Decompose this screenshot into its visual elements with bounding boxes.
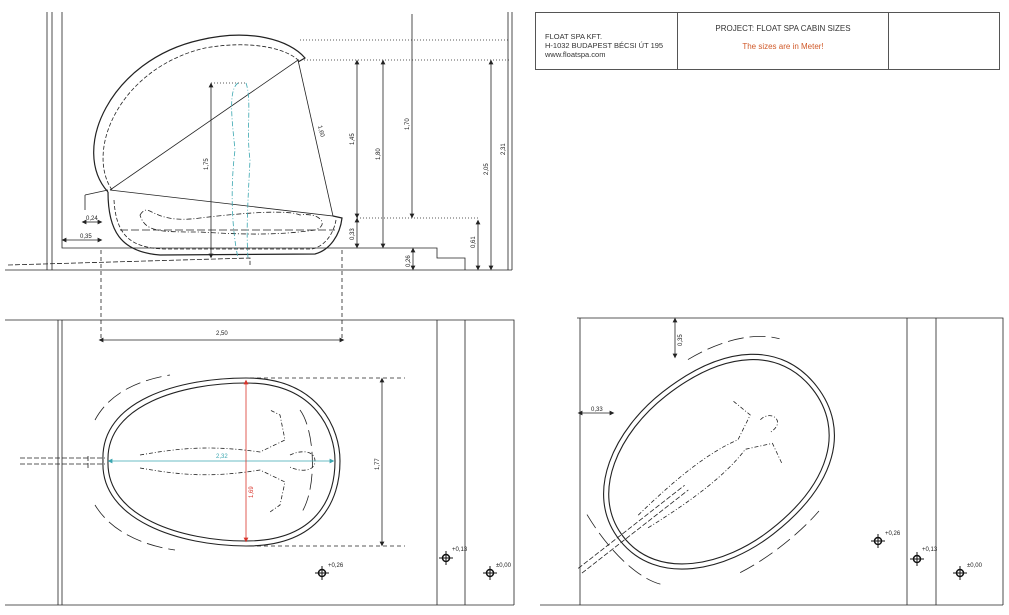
canopy-outer xyxy=(93,34,306,193)
level-label: +0,13 xyxy=(452,547,468,553)
title-block: FLOAT SPA KFT. H-1032 BUDAPEST BÉCSI ÚT … xyxy=(535,12,1000,70)
dim-person-height: 1,75 xyxy=(204,158,210,170)
floor-and-wall xyxy=(5,12,513,271)
standing-figure xyxy=(231,82,251,259)
room-walls xyxy=(46,12,355,270)
tub-outline-inner xyxy=(107,382,336,542)
dim-h1: 1,45 xyxy=(350,133,356,145)
dim-base: 0,61 xyxy=(471,236,477,248)
dim-inner-length: 2,32 xyxy=(216,454,228,460)
dim-tub: 0,33 xyxy=(350,228,356,240)
level-marker-icon xyxy=(870,533,886,549)
units-note: The sizes are in Meter! xyxy=(742,42,824,51)
project-title: PROJECT: FLOAT SPA CABIN SIZES xyxy=(715,24,851,33)
level-marker-icon xyxy=(952,565,968,581)
level-marker-icon xyxy=(438,550,454,566)
dim-w1: 0,24 xyxy=(86,216,98,222)
level-marker-icon xyxy=(909,551,925,567)
dim-outer-width: 1,77 xyxy=(375,458,381,470)
side-view-labels: 1,75 1,60 1,45 1,80 1,70 2,05 2,31 0,33 … xyxy=(80,118,507,267)
dim-length: 2,50 xyxy=(216,331,228,337)
company-info: FLOAT SPA KFT. H-1032 BUDAPEST BÉCSI ÚT … xyxy=(536,13,678,69)
level-label: +0,13 xyxy=(922,547,938,553)
dim-step: 0,26 xyxy=(406,255,412,267)
rotated-view-labels: 0,33 0,35 +0,26 +0,13 ±0,00 xyxy=(591,334,983,569)
project-info: PROJECT: FLOAT SPA CABIN SIZES The sizes… xyxy=(678,13,889,69)
level-marker-icon xyxy=(482,565,498,581)
level-label: +0,26 xyxy=(885,531,901,537)
tub-outline-outer xyxy=(102,377,341,547)
lid-lines xyxy=(109,59,334,217)
rotated-view-frame xyxy=(540,317,1004,606)
top-view-labels: 2,50 2,32 1,69 1,77 +0,26 +0,13 ±0,00 xyxy=(216,331,512,569)
tub-outline-inner xyxy=(608,359,830,565)
dim-top-gap: 0,35 xyxy=(678,334,684,346)
level-marker-icon xyxy=(314,565,330,581)
side-view xyxy=(5,12,513,340)
drain-line-rotated xyxy=(578,484,689,574)
company-name: FLOAT SPA KFT. xyxy=(545,32,603,41)
lying-figure xyxy=(139,209,323,235)
dim-h5: 2,31 xyxy=(501,143,507,155)
dim-lid: 1,60 xyxy=(316,125,325,138)
level-label: ±0,00 xyxy=(496,563,512,569)
tub-outline-outer xyxy=(603,353,835,570)
lying-figure-rotated xyxy=(637,400,783,529)
rotated-view xyxy=(540,317,1004,606)
dim-wall-gap: 0,33 xyxy=(591,407,603,413)
dim-inner-width: 1,69 xyxy=(249,486,255,498)
top-view xyxy=(5,319,515,606)
floor-step xyxy=(355,247,466,270)
level-label: +0,26 xyxy=(328,563,344,569)
projection-lines xyxy=(100,250,343,340)
company-address: H-1032 BUDAPEST BÉCSI ÚT 195 xyxy=(545,41,664,50)
company-website: www.floatspa.com xyxy=(545,50,606,59)
tub-outer xyxy=(107,191,343,256)
dim-w2: 0,35 xyxy=(80,234,92,240)
dim-h2: 1,80 xyxy=(376,148,382,160)
level-label: ±0,00 xyxy=(967,563,983,569)
drain-line xyxy=(7,257,251,266)
dim-h3: 1,70 xyxy=(405,118,411,130)
top-view-frame xyxy=(5,319,515,606)
dim-h4: 2,05 xyxy=(484,163,490,175)
